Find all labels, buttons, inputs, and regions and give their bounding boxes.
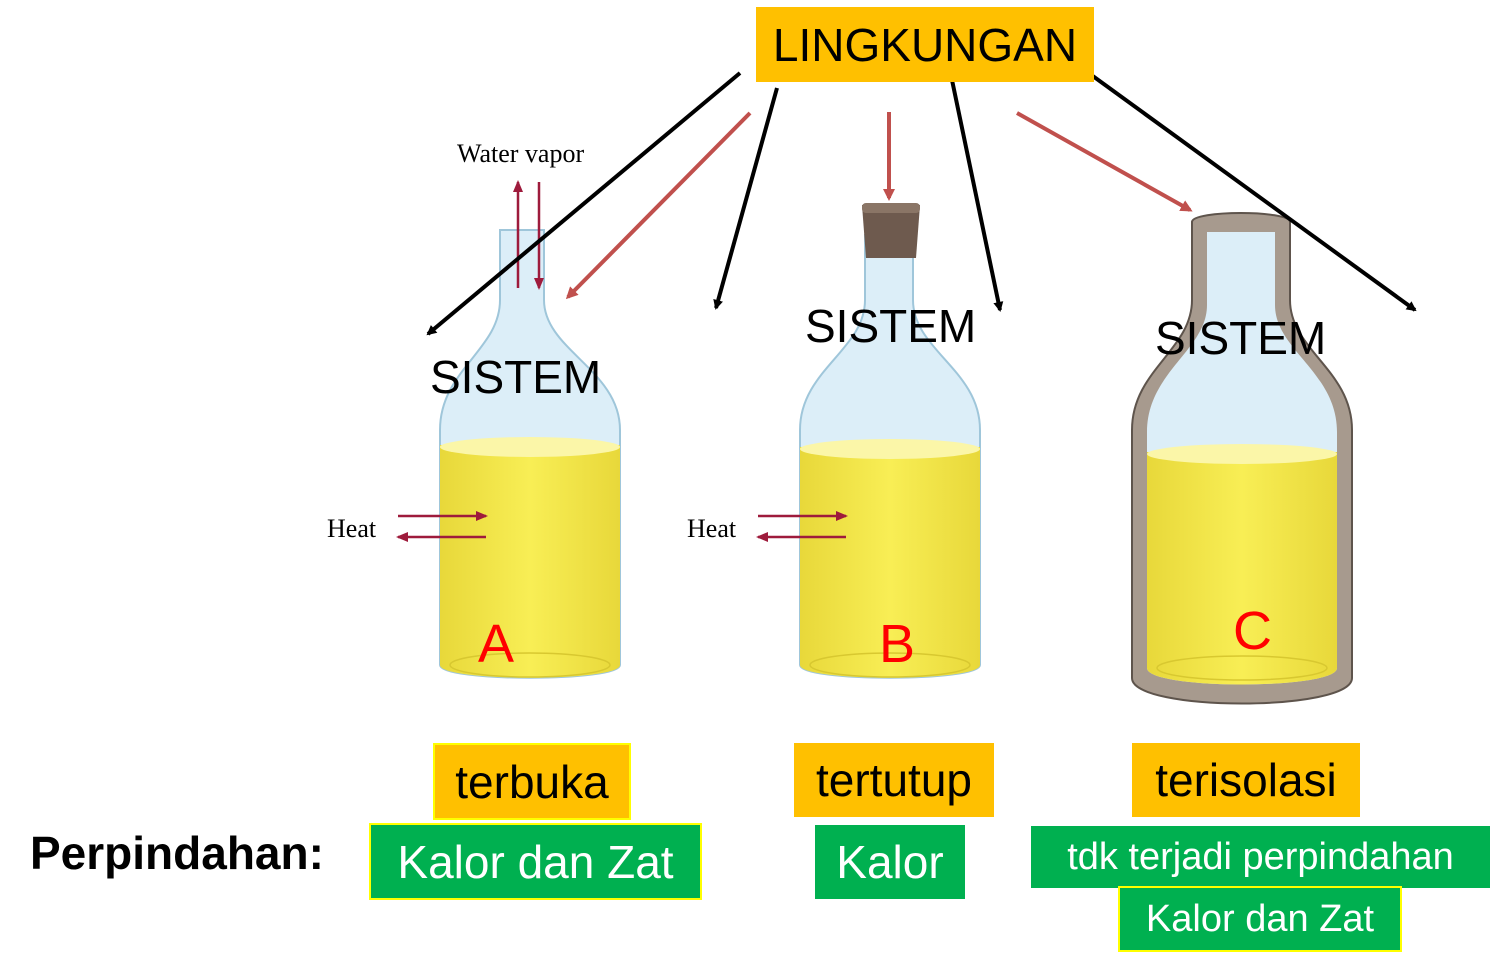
transfer-heading: Perpindahan: bbox=[30, 827, 324, 879]
env-arrow-c bbox=[1088, 72, 1417, 312]
env-red-arrow-c bbox=[1016, 111, 1193, 212]
transfer-a: Kalor dan Zat bbox=[369, 823, 702, 900]
insulated-flask-icon bbox=[1131, 212, 1353, 705]
transfer-c-line2: Kalor dan Zat bbox=[1118, 886, 1402, 952]
heat-label-a: Heat bbox=[327, 514, 377, 543]
transfer-c-line1: tdk terjadi perpindahan bbox=[1031, 826, 1490, 888]
transfer-b: Kalor bbox=[815, 825, 965, 899]
environment-label: LINGKUNGAN bbox=[756, 7, 1094, 82]
system-type-b: tertutup bbox=[794, 743, 994, 817]
system-label-c: SISTEM bbox=[1155, 312, 1327, 364]
flask-letter-b: B bbox=[879, 614, 916, 674]
env-arrow-a-right bbox=[713, 87, 779, 310]
open-flask-icon bbox=[439, 229, 621, 679]
flask-letter-a: A bbox=[478, 614, 515, 674]
heat-label-b: Heat bbox=[687, 514, 737, 543]
system-type-a: terbuka bbox=[433, 743, 631, 820]
env-red-arrow-a bbox=[565, 111, 752, 300]
flask-letter-c: C bbox=[1233, 601, 1272, 661]
system-type-c: terisolasi bbox=[1132, 743, 1360, 817]
env-arrow-a bbox=[426, 71, 742, 336]
system-label-a: SISTEM bbox=[430, 351, 602, 403]
system-label-b: SISTEM bbox=[805, 300, 977, 352]
water-vapor-label: Water vapor bbox=[457, 139, 585, 168]
env-arrow-b bbox=[950, 79, 1004, 312]
stoppered-flask-icon bbox=[799, 203, 981, 679]
